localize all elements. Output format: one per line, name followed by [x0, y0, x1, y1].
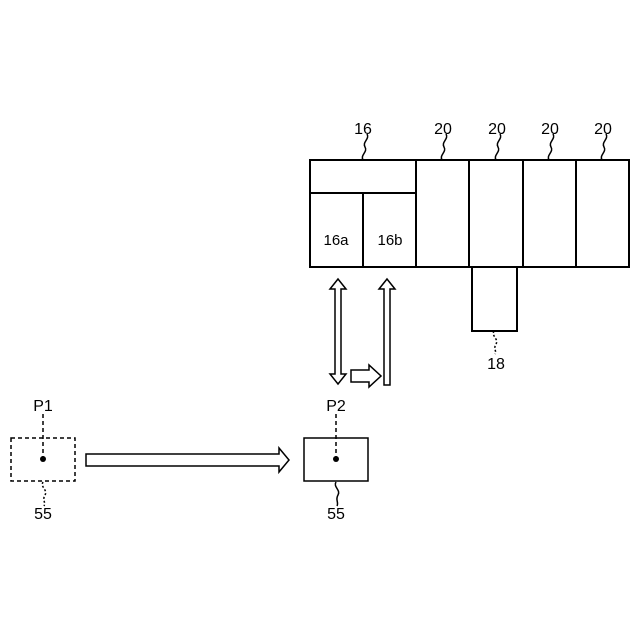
- p2-label: P2: [326, 398, 346, 415]
- unit-20-box-2: [469, 160, 523, 267]
- unit-20-label-1: 20: [434, 121, 452, 138]
- unit-16: 16a 16b: [310, 160, 416, 267]
- unit-20-label-4: 20: [594, 121, 612, 138]
- sub-16a-label: 16a: [323, 232, 349, 249]
- leader-55-left: [42, 482, 45, 506]
- up-arrow-16b: [379, 279, 395, 385]
- unit-20-box-3: [523, 160, 576, 267]
- unit-20-label-3: 20: [541, 121, 559, 138]
- unit-18-box: [472, 267, 517, 331]
- double-arrow-16a: [330, 279, 346, 384]
- move-arrow-p1-to-p2: [86, 448, 289, 472]
- right-arrow-small: [351, 365, 381, 387]
- unit-20-box-1: [416, 160, 469, 267]
- leader-18: [493, 331, 496, 354]
- unit-16-label: 16: [354, 121, 372, 138]
- p2-point: [333, 456, 339, 462]
- leader-55-right: [335, 482, 338, 506]
- unit-18-label: 18: [487, 356, 505, 373]
- unit-20-box-4: [576, 160, 629, 267]
- unit-20-label-2: 20: [488, 121, 506, 138]
- p1-label: P1: [33, 398, 53, 415]
- unit-20-group: [416, 160, 629, 267]
- p1-point: [40, 456, 46, 462]
- object-55-right-label: 55: [327, 506, 345, 523]
- sub-16b-label: 16b: [377, 232, 402, 249]
- object-55-left-label: 55: [34, 506, 52, 523]
